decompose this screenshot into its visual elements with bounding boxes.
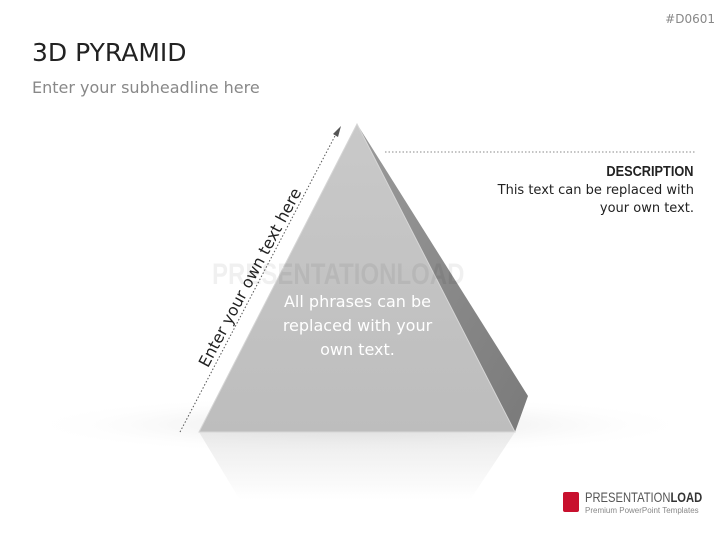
page-title: 3D PYRAMID — [32, 38, 187, 67]
logo-name-light: PRESENTATION — [585, 489, 671, 505]
logo-tagline: Premium PowerPoint Templates — [585, 506, 699, 515]
description-heading: DESCRIPTION — [606, 163, 694, 180]
logo-icon — [563, 492, 579, 512]
logo-text: PRESENTATIONLOAD Premium PowerPoint Temp… — [585, 489, 727, 515]
pyramid-reflection — [199, 432, 515, 500]
logo-name: PRESENTATIONLOAD — [585, 489, 702, 505]
pyramid-front-face — [198, 122, 516, 433]
pyramid-center-text: All phrases can be replaced with your ow… — [282, 292, 433, 359]
watermark: PRESENTATIONLOAD — [212, 258, 465, 291]
logo-name-bold: LOAD — [670, 489, 703, 505]
description-text: This text can be replaced with your own … — [497, 183, 694, 216]
slide-code: #D0601 — [665, 12, 715, 26]
side-dimension-line — [179, 133, 337, 433]
subtitle: Enter your subheadline here — [32, 78, 260, 97]
arrow-head-icon — [333, 126, 341, 137]
logo: PRESENTATIONLOAD Premium PowerPoint Temp… — [563, 489, 727, 515]
pyramid-side-face — [357, 124, 528, 432]
